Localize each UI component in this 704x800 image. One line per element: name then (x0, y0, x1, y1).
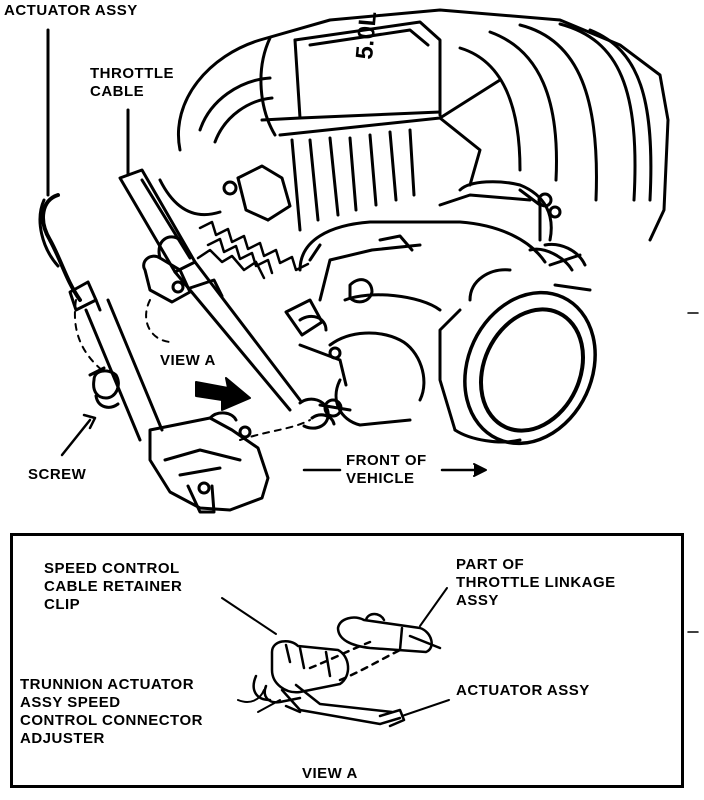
throttle-linkage-label: PART OF THROTTLE LINKAGE ASSY (456, 556, 616, 609)
view-a-inset-drawing (221, 587, 450, 728)
intake-manifold (177, 8, 670, 242)
inset-actuator-assy-label: ACTUATOR ASSY (456, 682, 590, 699)
view-a-inset-frame (10, 533, 684, 788)
speed-control-cable (118, 108, 343, 430)
view-a-arrow-label: VIEW A (160, 352, 216, 369)
screw-label: SCREW (28, 466, 87, 483)
engine-marking: 5.0L (351, 10, 382, 60)
throttle-cable-label: THROTTLE CABLE (90, 65, 174, 100)
actuator-assembly (38, 28, 270, 514)
engine-marking-text: 5.0L (351, 10, 382, 60)
alignment-dashes (73, 299, 311, 441)
view-a-title: VIEW A (302, 765, 358, 782)
actuator-assy-label: ACTUATOR ASSY (4, 2, 138, 19)
view-a-arrow (195, 377, 251, 411)
front-of-vehicle-label: FRONT OF VEHICLE (346, 452, 427, 487)
speed-control-clip-label: SPEED CONTROL CABLE RETAINER CLIP (44, 560, 183, 613)
trunnion-adjuster-label: TRUNNION ACTUATOR ASSY SPEED CONTROL CON… (20, 676, 203, 747)
throttle-body (298, 180, 597, 446)
